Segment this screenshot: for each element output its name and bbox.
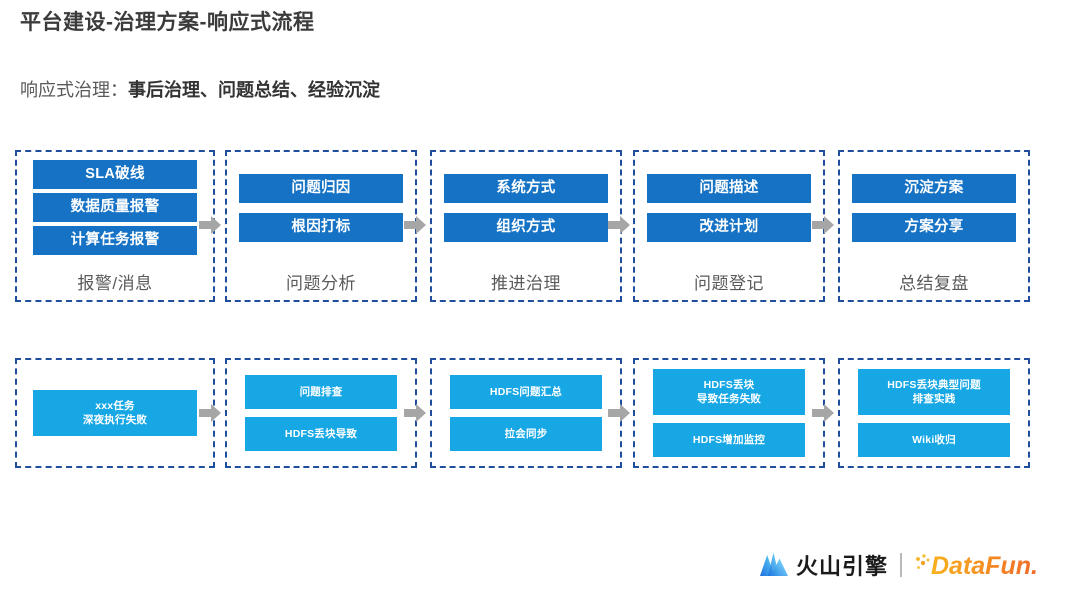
stage-chip-group: 问题归因 根因打标: [227, 174, 415, 242]
stage-label-problem-registration: 问题登记: [694, 274, 764, 293]
example-arrow-icon-2: [404, 404, 426, 422]
chip-system-approach[interactable]: 系统方式: [444, 174, 608, 203]
chip-hdfs-problem-summary[interactable]: HDFS问题汇总: [450, 375, 602, 409]
chip-improvement-plan[interactable]: 改进计划: [647, 213, 811, 242]
example-stage-governance: HDFS问题汇总 拉会同步: [430, 358, 622, 468]
chip-sla-break[interactable]: SLA破线: [33, 160, 197, 189]
stage-advance-governance: 系统方式 组织方式 推进治理: [430, 150, 622, 302]
footer-branding: 火山引擎 DataFun.: [759, 547, 1062, 583]
arrow-icon-1: [199, 216, 221, 234]
arrow-icon-4: [812, 216, 834, 234]
example-flow-row: xxx任务深夜执行失败 问题排查 HDFS丢块导致 HDFS问题汇总 拉会同步 …: [0, 358, 1080, 470]
stage-problem-registration: 问题描述 改进计划 问题登记: [633, 150, 825, 302]
chip-hdfs-add-monitoring[interactable]: HDFS增加监控: [653, 423, 805, 457]
subtitle-emphasis: 事后治理、问题总结、经验沉淀: [128, 80, 380, 100]
chip-organization-approach[interactable]: 组织方式: [444, 213, 608, 242]
chip-meeting-sync[interactable]: 拉会同步: [450, 417, 602, 451]
chip-precipitation-plan[interactable]: 沉淀方案: [852, 174, 1016, 203]
example-arrow-icon-3: [608, 404, 630, 422]
chip-xxx-task-night-failure[interactable]: xxx任务深夜执行失败: [33, 390, 197, 436]
volcano-engine-wordmark: 火山引擎: [795, 554, 888, 579]
datafun-wordmark-icon: DataFun.: [916, 552, 1038, 580]
stage-label-alert-message: 报警/消息: [77, 274, 153, 293]
chip-problem-investigation[interactable]: 问题排查: [245, 375, 397, 409]
arrow-icon-3: [608, 216, 630, 234]
chip-hdfs-typical-problem-practice[interactable]: HDFS丢块典型问题排查实践: [858, 369, 1010, 415]
stage-chip-group: 系统方式 组织方式: [432, 174, 620, 242]
stage-chip-group: SLA破线 数据质量报警 计算任务报警: [17, 160, 213, 255]
stage-problem-analysis: 问题归因 根因打标 问题分析: [225, 150, 417, 302]
chip-root-cause-tagging[interactable]: 根因打标: [239, 213, 403, 242]
page-title: 平台建设-治理方案-响应式流程: [20, 11, 315, 34]
example-stage-registration: HDFS丢块导致任务失败 HDFS增加监控: [633, 358, 825, 468]
chip-hdfs-block-loss-task-failure[interactable]: HDFS丢块导致任务失败: [653, 369, 805, 415]
example-chip-group: xxx任务深夜执行失败: [17, 360, 213, 466]
chip-hdfs-block-loss-cause[interactable]: HDFS丢块导致: [245, 417, 397, 451]
chip-problem-description[interactable]: 问题描述: [647, 174, 811, 203]
example-arrow-icon-1: [199, 404, 221, 422]
example-stage-analysis: 问题排查 HDFS丢块导致: [225, 358, 417, 468]
example-stage-alert: xxx任务深夜执行失败: [15, 358, 215, 468]
chip-data-quality-alert[interactable]: 数据质量报警: [33, 193, 197, 222]
stage-alert-message: SLA破线 数据质量报警 计算任务报警 报警/消息: [15, 150, 215, 302]
subtitle-lead: 响应式治理：: [20, 80, 128, 100]
chip-plan-sharing[interactable]: 方案分享: [852, 213, 1016, 242]
chip-problem-attribution[interactable]: 问题归因: [239, 174, 403, 203]
stage-summary-review: 沉淀方案 方案分享 总结复盘: [838, 150, 1030, 302]
example-arrow-icon-4: [812, 404, 834, 422]
stage-chip-group: 沉淀方案 方案分享: [840, 174, 1028, 242]
stage-label-advance-governance: 推进治理: [491, 274, 561, 293]
volcano-mountain-icon: [759, 552, 788, 576]
stage-label-summary-review: 总结复盘: [899, 274, 969, 293]
example-chip-group: 问题排查 HDFS丢块导致: [227, 360, 415, 466]
brand-divider: [900, 553, 902, 577]
example-chip-group: HDFS丢块导致任务失败 HDFS增加监控: [635, 360, 823, 466]
process-flow-row: SLA破线 数据质量报警 计算任务报警 报警/消息 问题归因 根因打标 问题分析…: [0, 150, 1080, 306]
stage-label-problem-analysis: 问题分析: [286, 274, 356, 293]
subtitle: 响应式治理：事后治理、问题总结、经验沉淀: [20, 76, 380, 102]
datafun-logo: DataFun.: [914, 550, 1062, 580]
svg-text:DataFun.: DataFun.: [931, 552, 1038, 580]
arrow-icon-2: [404, 216, 426, 234]
example-chip-group: HDFS问题汇总 拉会同步: [432, 360, 620, 466]
stage-chip-group: 问题描述 改进计划: [635, 174, 823, 242]
chip-compute-task-alert[interactable]: 计算任务报警: [33, 226, 197, 255]
volcano-engine-logo: 火山引擎: [759, 549, 888, 581]
example-stage-review: HDFS丢块典型问题排查实践 Wiki收归: [838, 358, 1030, 468]
example-chip-group: HDFS丢块典型问题排查实践 Wiki收归: [840, 360, 1028, 466]
chip-wiki-consolidation[interactable]: Wiki收归: [858, 423, 1010, 457]
